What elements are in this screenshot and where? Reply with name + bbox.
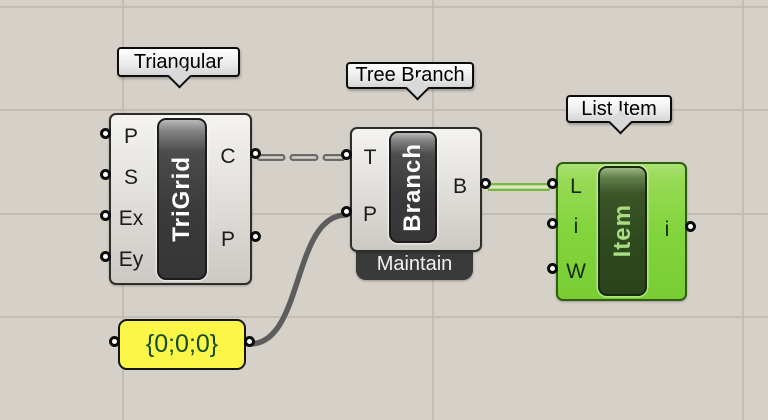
- item-input-label-l: L: [570, 175, 582, 198]
- item-component[interactable]: Item L i W i: [547, 162, 696, 301]
- trigrid-input-label-s: S: [123, 166, 138, 189]
- branch-input-grip-p[interactable]: [341, 206, 352, 217]
- path-panel-component[interactable]: {0;0;0}: [109, 319, 255, 370]
- branch-maintain-tag[interactable]: Maintain: [356, 249, 473, 280]
- trigrid-component[interactable]: TriGrid P S Ex Ey C P: [100, 113, 261, 285]
- branch-tooltip-balloon: Tree Branch: [346, 62, 474, 89]
- trigrid-input-grip-ex[interactable]: [100, 210, 111, 221]
- branch-input-label-t: T: [363, 146, 377, 169]
- item-output-grip-i[interactable]: [685, 221, 696, 232]
- branch-name: Branch: [399, 142, 426, 232]
- trigrid-output-label-p: P: [220, 228, 235, 251]
- panel-output-grip[interactable]: [244, 336, 255, 347]
- item-output-label-i: i: [664, 218, 670, 241]
- trigrid-input-label-ex: Ex: [118, 207, 144, 230]
- trigrid-output-label-c: C: [220, 145, 236, 168]
- item-input-grip-l[interactable]: [547, 178, 558, 189]
- wire-panel-to-branch[interactable]: [247, 212, 349, 347]
- trigrid-name: TriGrid: [168, 156, 195, 242]
- panel-input-grip[interactable]: [109, 336, 120, 347]
- branch-capsule[interactable]: Branch: [389, 131, 437, 243]
- path-panel-value[interactable]: {0;0;0}: [118, 319, 246, 370]
- branch-input-label-p: P: [362, 203, 377, 226]
- item-input-label-w: W: [566, 260, 586, 283]
- trigrid-input-label-ey: Ey: [118, 248, 144, 271]
- item-input-grip-w[interactable]: [547, 263, 558, 274]
- trigrid-tooltip-text: Triangular: [133, 50, 224, 73]
- trigrid-capsule[interactable]: TriGrid: [157, 118, 207, 280]
- branch-output-label-b: B: [452, 175, 467, 198]
- branch-component[interactable]: Maintain Branch T P B: [341, 127, 491, 280]
- trigrid-output-grip-p[interactable]: [250, 231, 261, 242]
- item-tooltip-balloon: List Item: [566, 95, 672, 123]
- trigrid-output-grip-c[interactable]: [250, 148, 261, 159]
- item-name: Item: [608, 204, 636, 258]
- branch-tooltip-text: Tree Branch: [355, 64, 465, 86]
- trigrid-input-grip-s[interactable]: [100, 169, 111, 180]
- branch-input-grip-t[interactable]: [341, 149, 352, 160]
- trigrid-tooltip-balloon: Triangular: [117, 47, 240, 77]
- item-capsule[interactable]: Item: [598, 166, 647, 296]
- trigrid-input-label-p: P: [123, 125, 138, 148]
- trigrid-input-grip-p[interactable]: [100, 128, 111, 139]
- branch-output-grip-b[interactable]: [480, 178, 491, 189]
- item-tooltip-text: List Item: [581, 97, 657, 120]
- item-input-grip-i[interactable]: [547, 218, 558, 229]
- item-input-label-i: i: [573, 215, 579, 238]
- trigrid-input-grip-ey[interactable]: [100, 251, 111, 262]
